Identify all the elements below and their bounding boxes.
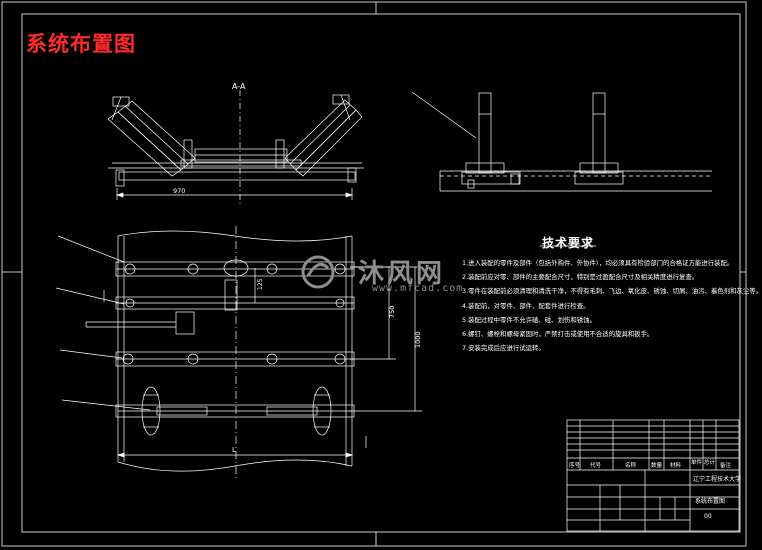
tech-requirements-title: 技术要求	[542, 236, 595, 250]
title-block	[566, 419, 740, 532]
page-title: 系统布置图	[26, 32, 136, 56]
dimension-vertical-1: 750	[388, 306, 396, 318]
watermark-text: 沐风网	[358, 259, 446, 289]
tech-requirement-item: 4.装配前，对零件、部件、配套件进行检查。	[462, 301, 590, 310]
col-header: 名称	[625, 461, 637, 469]
col-header: 代号	[590, 461, 602, 469]
col-header: 序号	[569, 461, 581, 469]
section-label: A-A	[232, 82, 246, 91]
title-block-scale: 00	[704, 513, 712, 520]
tech-requirement-item: 2.装配前应对零、部件的主要配合尺寸，特别是过盈配合尺寸及相关精度进行复查。	[462, 273, 699, 282]
title-block-drawing-name: 系统布置图	[695, 497, 725, 505]
tech-requirement-item: 7.安装完成后应进行试运转。	[462, 344, 545, 353]
trough-idler-section	[107, 90, 364, 205]
tech-requirement-item: 1.进入装配的零件及部件（包括外购件、外协件），均必须具有检验部门的合格证方能进…	[462, 259, 734, 267]
col-header: 数量	[651, 461, 663, 469]
title-block-headers: 序号 代号 名称 数量 材料 单件 总计 备注	[569, 458, 732, 469]
col-header: 材料	[670, 461, 682, 469]
dimension-length: L	[232, 446, 236, 454]
watermark-url: www.mfcad.com	[372, 283, 464, 294]
tech-requirements-list: 1.进入装配的零件及部件（包括外购件、外协件），均必须具有检验部门的合格证方能进…	[462, 256, 762, 355]
drawing-frame	[1, 1, 747, 547]
title-block-school: 辽宁工程技术大学	[693, 475, 741, 483]
tech-requirement-item: 5.装配过程中零件不允许磕、碰、划伤和锈蚀。	[462, 315, 596, 324]
stand-side-view	[411, 91, 712, 192]
tech-requirement-item: 3.零件在装配前必须清理和清洗干净，不得有毛刺、飞边、氧化皮、锈蚀、切屑、油污、…	[462, 287, 762, 296]
col-header: 总计	[704, 458, 716, 466]
conveyor-plan-view	[55, 226, 422, 478]
dimension-vertical-2: 1000	[414, 331, 422, 348]
tech-requirement-item: 6.螺钉、螺栓和螺母紧固时，严禁打击或使用不合适的旋具和扳手。	[462, 330, 654, 339]
dimension-small: 125	[257, 278, 264, 290]
dimension-width-top: 970	[173, 187, 185, 195]
col-header: 单件	[691, 458, 703, 466]
col-header: 备注	[720, 461, 732, 469]
watermark-logo-icon	[301, 255, 335, 289]
